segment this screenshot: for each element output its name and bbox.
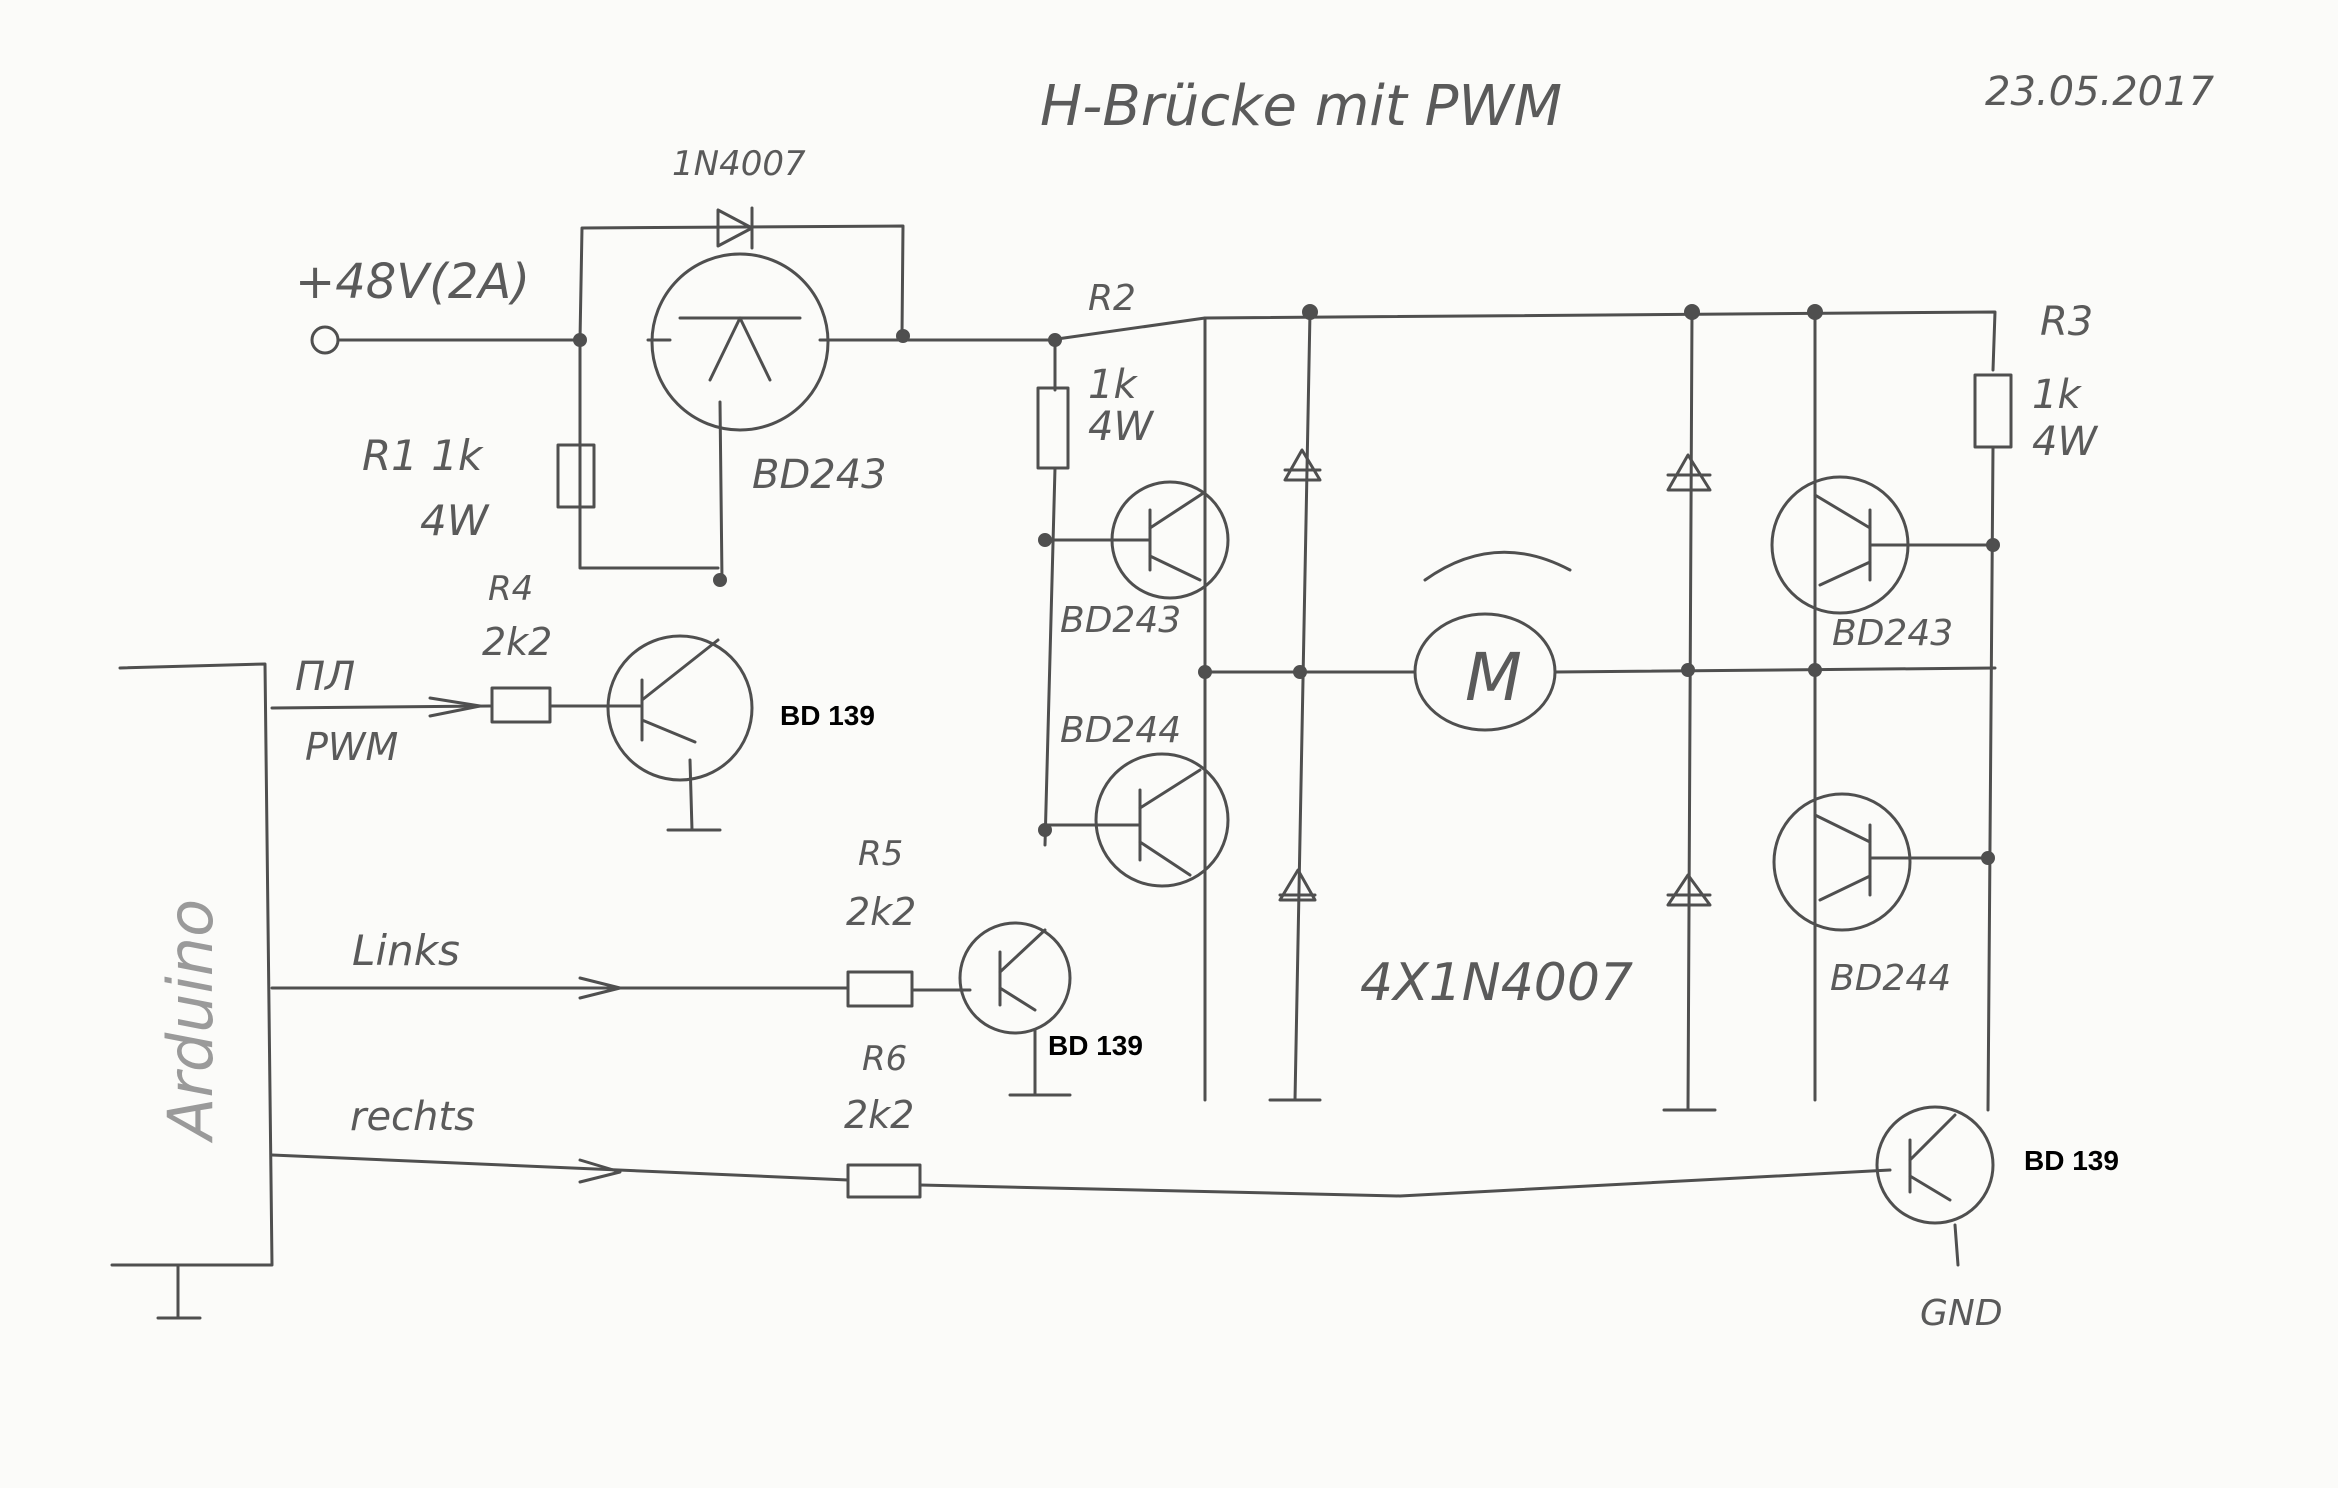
pwm-signal: ПЛ: [295, 654, 355, 700]
motor-label: M: [1465, 639, 1522, 716]
transistor-pwm-emitter: [666, 758, 722, 832]
transistor-left-low-label: BD244: [1060, 710, 1181, 751]
r5-label: R5: [858, 834, 903, 874]
r4-resistor: [490, 686, 552, 724]
arduino-ground: [156, 1263, 202, 1320]
r6-value: 2k2: [844, 1093, 914, 1137]
diode-top-wire: [578, 224, 905, 342]
transistor-links-emitter: [1008, 1028, 1072, 1097]
r3-wire: [1986, 445, 1995, 1112]
r3-value: 1k: [2032, 372, 2082, 418]
top-rail: [901, 310, 1997, 372]
pwm-wire: [270, 704, 492, 710]
transistor-pwm-symbol: [640, 638, 720, 744]
transistor-supply-base-wire: [718, 400, 724, 582]
pwm-arrow: [428, 696, 482, 718]
right-diode-rail: [1686, 310, 1694, 1112]
r1-power: 4W: [420, 496, 490, 545]
r1-wire: [578, 338, 720, 570]
right-diode-top: [1666, 453, 1712, 492]
transistor-links: [958, 921, 1072, 1035]
title: H-Brücke mit PWM: [1040, 74, 1562, 139]
transistor-left-high-label: BD243: [1060, 600, 1181, 641]
date: 23.05.2017: [1985, 69, 2215, 115]
gnd-label: GND: [1920, 1293, 2003, 1334]
transistor-right-low: [1772, 792, 1912, 932]
junction-dots: [573, 304, 2000, 865]
rechts-arrow: [578, 1158, 622, 1184]
r1-resistor: [556, 443, 596, 509]
arduino-outline: [110, 662, 274, 1267]
transistor-right-low-label: BD244: [1830, 958, 1951, 999]
transistor-supply-symbol: [678, 316, 802, 382]
r2-wire: [1043, 338, 1057, 847]
diode-top-symbol: [716, 206, 754, 250]
links-arrow: [578, 976, 622, 1000]
r6-resistor: [846, 1163, 922, 1199]
transistor-left-low-symbol: [1043, 768, 1202, 877]
arduino-label: Arduino: [154, 899, 227, 1144]
transistor-right-high-symbol: [1813, 493, 1995, 587]
r5-resistor: [846, 970, 914, 1008]
transistor-rechts-symbol: [1908, 1113, 1957, 1202]
transistor-links-label: BD 139: [1048, 1030, 1143, 1061]
links-label: Links: [352, 926, 460, 975]
r4-label: R4: [488, 569, 533, 609]
transistor-rechts: [1875, 1105, 1995, 1225]
motor: [1413, 612, 1557, 732]
r4-value: 2k2: [482, 620, 552, 664]
r6-to-base: [918, 1168, 1892, 1198]
left-diode-bottom: [1278, 868, 1317, 902]
supply-terminal: [310, 325, 340, 355]
rechts-wire: [270, 1153, 850, 1182]
right-diode-bottom: [1666, 873, 1712, 907]
transistor-links-symbol: [998, 928, 1047, 1012]
motor-rotation-arrow: [1423, 550, 1572, 582]
transistor-pwm: [606, 634, 754, 782]
transistor-right-low-symbol: [1813, 813, 1990, 902]
motor-wires: [1203, 666, 1997, 674]
transistor-supply: [650, 252, 830, 432]
transistor-left-low: [1094, 752, 1230, 888]
r3-resistor: [1973, 373, 2013, 449]
r2-label: R2: [1088, 278, 1136, 319]
rechts-label: rechts: [350, 1094, 475, 1140]
transistor-right-high-label: BD243: [1832, 613, 1953, 654]
transistor-left-high-symbol: [1043, 490, 1207, 582]
r2-value: 1k: [1088, 362, 1138, 408]
r1-label: R1 1k: [362, 431, 484, 480]
supply-label: +48V(2A): [295, 254, 530, 310]
transistor-rechts-label: BD 139: [2024, 1145, 2119, 1176]
r5-value: 2k2: [846, 890, 916, 934]
diode-top-label: 1N4007: [672, 144, 806, 184]
transistor-pwm-label: BD 139: [780, 700, 875, 731]
r3-label: R3: [2040, 299, 2093, 345]
diodes-label: 4X1N4007: [1360, 953, 1633, 1013]
pwm-label: PWM: [305, 725, 398, 769]
r2-power: 4W: [1088, 404, 1154, 450]
r3-power: 4W: [2032, 419, 2098, 465]
transistor-supply-label: BD243: [752, 452, 887, 498]
transistor-rechts-emitter: [1953, 1223, 1960, 1267]
left-diode-rail: [1293, 310, 1312, 1102]
r6-label: R6: [862, 1039, 907, 1079]
r2-resistor: [1036, 386, 1070, 470]
left-diode-top: [1283, 448, 1322, 482]
